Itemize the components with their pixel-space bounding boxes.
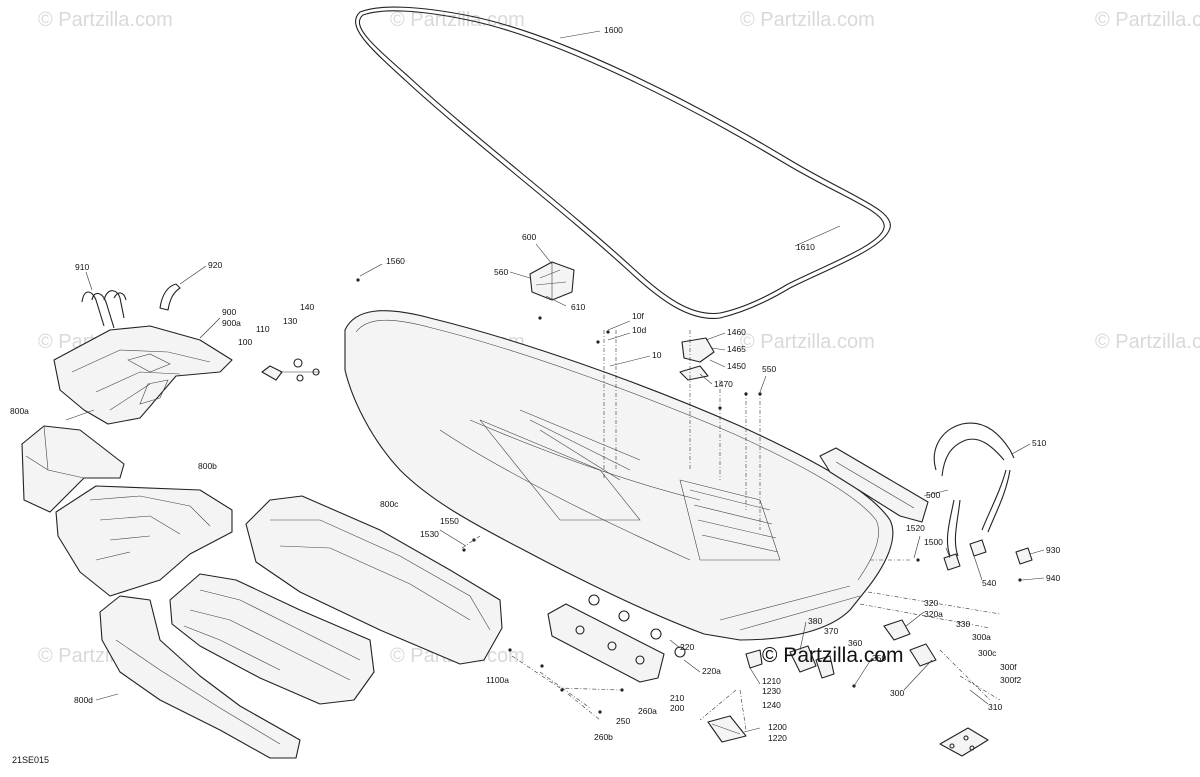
- assembly-lines: [461, 330, 1001, 731]
- callout-10d[interactable]: 10d: [632, 325, 646, 335]
- callout-320[interactable]: 320: [924, 598, 938, 608]
- callout-500[interactable]: 500: [926, 490, 940, 500]
- foam-800d[interactable]: [99, 595, 301, 759]
- bracket-560[interactable]: [529, 261, 575, 301]
- bracket-1450[interactable]: [679, 337, 715, 381]
- callout-300f[interactable]: 300f: [1000, 662, 1017, 672]
- callout-900[interactable]: 900: [222, 307, 236, 317]
- foam-800a[interactable]: [21, 425, 125, 513]
- callout-260a[interactable]: 260a: [638, 706, 657, 716]
- callout-370[interactable]: 370: [824, 626, 838, 636]
- callout-1230[interactable]: 1230: [762, 686, 781, 696]
- callout-260b[interactable]: 260b: [594, 732, 613, 742]
- callout-1220[interactable]: 1220: [768, 733, 787, 743]
- callout-360[interactable]: 360: [848, 638, 862, 648]
- watermark: © Partzilla.com: [740, 331, 875, 353]
- fastener-set-100[interactable]: [261, 358, 320, 382]
- sponson-200[interactable]: [547, 594, 686, 683]
- callout-1240[interactable]: 1240: [762, 700, 781, 710]
- callout-560[interactable]: 560: [494, 267, 508, 277]
- callout-600[interactable]: 600: [522, 232, 536, 242]
- callout-380[interactable]: 380: [808, 616, 822, 626]
- watermark: © Partzilla.com: [38, 9, 173, 31]
- callout-10f[interactable]: 10f: [632, 311, 644, 321]
- callout-910[interactable]: 910: [75, 262, 89, 272]
- callout-250[interactable]: 250: [616, 716, 630, 726]
- side-rail-panel[interactable]: [819, 447, 929, 523]
- callout-1530[interactable]: 1530: [420, 529, 439, 539]
- callout-1465[interactable]: 1465: [727, 344, 746, 354]
- callout-300[interactable]: 300: [890, 688, 904, 698]
- watermark: © Partzilla.com: [1095, 331, 1200, 353]
- callout-220[interactable]: 220: [680, 642, 694, 652]
- callout-130[interactable]: 130: [283, 316, 297, 326]
- intake-plate-1200[interactable]: [707, 715, 747, 743]
- callout-1560[interactable]: 1560: [386, 256, 405, 266]
- callout-900a[interactable]: 900a: [222, 318, 241, 328]
- callout-1460[interactable]: 1460: [727, 327, 746, 337]
- watermark: © Partzilla.com: [390, 9, 525, 31]
- callout-1210[interactable]: 1210: [762, 676, 781, 686]
- callout-labels: 1600 1610 600 560 610 1560 910 920 900 9…: [10, 25, 1060, 743]
- foam-800b[interactable]: [55, 485, 233, 597]
- grate-plate[interactable]: [939, 727, 989, 757]
- hoses-500[interactable]: [933, 422, 1015, 557]
- callout-220a[interactable]: 220a: [702, 666, 721, 676]
- seal-gasket-1600[interactable]: [355, 6, 891, 320]
- watermark-layer: © Partzilla.com © Partzilla.com © Partzi…: [38, 9, 1200, 667]
- callout-940[interactable]: 940: [1046, 573, 1060, 583]
- callout-310[interactable]: 310: [988, 702, 1002, 712]
- hull-10[interactable]: [344, 310, 894, 641]
- callout-920[interactable]: 920: [208, 260, 222, 270]
- callout-350[interactable]: 350: [872, 653, 886, 663]
- callout-1500[interactable]: 1500: [924, 537, 943, 547]
- ride-plate-assembly-300[interactable]: [745, 619, 937, 679]
- callout-320a[interactable]: 320a: [924, 609, 943, 619]
- callout-140[interactable]: 140: [300, 302, 314, 312]
- callout-110[interactable]: 110: [256, 324, 270, 334]
- front-storage-bin-900[interactable]: [53, 325, 233, 425]
- callout-200[interactable]: 200: [670, 703, 684, 713]
- watermark: © Partzilla.com: [740, 9, 875, 31]
- callout-1100a[interactable]: 1100a: [486, 675, 509, 685]
- callout-1520[interactable]: 1520: [906, 523, 925, 533]
- callout-100[interactable]: 100: [238, 337, 252, 347]
- grab-handles-910[interactable]: [81, 283, 181, 329]
- foam-800e[interactable]: [169, 573, 375, 705]
- callout-1610[interactable]: 1610: [796, 242, 815, 252]
- callout-800d[interactable]: 800d: [74, 695, 93, 705]
- callout-800a[interactable]: 800a: [10, 406, 29, 416]
- small-parts-930[interactable]: [943, 539, 1033, 571]
- foam-800c[interactable]: [245, 495, 503, 665]
- callout-540[interactable]: 540: [982, 578, 996, 588]
- diagram-code: 21SE015: [12, 755, 49, 765]
- callout-800c[interactable]: 800c: [380, 499, 399, 509]
- callout-300f2[interactable]: 300f2: [1000, 675, 1022, 685]
- callout-1550[interactable]: 1550: [440, 516, 459, 526]
- callout-210[interactable]: 210: [670, 693, 684, 703]
- leader-lines: [65, 30, 1045, 733]
- callout-930[interactable]: 930: [1046, 545, 1060, 555]
- callout-510[interactable]: 510: [1032, 438, 1046, 448]
- callout-1470[interactable]: 1470: [714, 379, 733, 389]
- callout-1200[interactable]: 1200: [768, 722, 787, 732]
- callout-300c[interactable]: 300c: [978, 648, 997, 658]
- callout-1600[interactable]: 1600: [604, 25, 623, 35]
- callout-300a[interactable]: 300a: [972, 632, 991, 642]
- callout-550[interactable]: 550: [762, 364, 776, 374]
- callout-800b[interactable]: 800b: [198, 461, 217, 471]
- watermark: © Partzilla.com: [1095, 9, 1200, 31]
- callout-1450[interactable]: 1450: [727, 361, 746, 371]
- callout-10[interactable]: 10: [652, 350, 662, 360]
- brand-watermark: © Partzilla.com: [762, 644, 904, 667]
- callout-330[interactable]: 330: [956, 619, 970, 629]
- callout-610[interactable]: 610: [571, 302, 585, 312]
